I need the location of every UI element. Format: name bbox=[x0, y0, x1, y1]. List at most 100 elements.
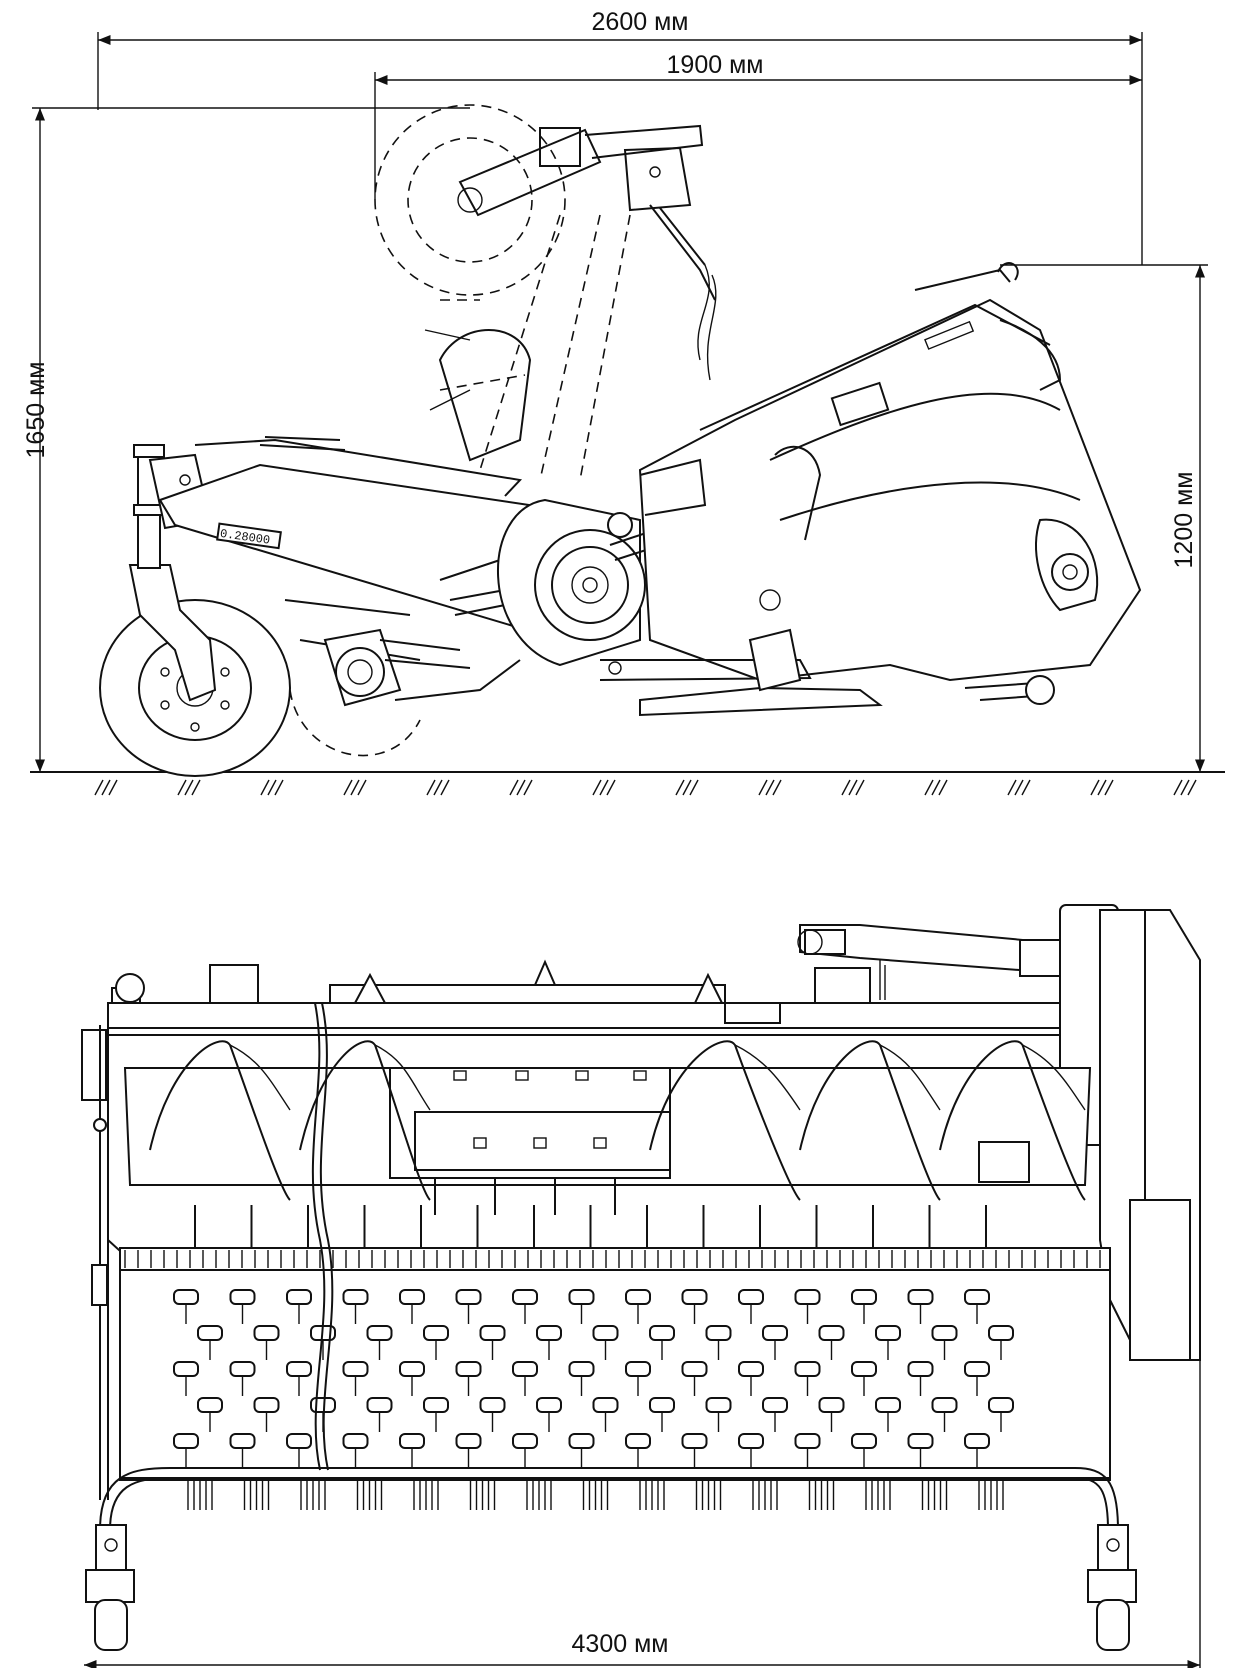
overall-height-label: 1650 мм bbox=[22, 362, 50, 459]
ground-hatch-mark bbox=[841, 779, 851, 796]
ground-hatch-mark bbox=[689, 779, 699, 796]
front-view: 4300 мм bbox=[81, 904, 1201, 1668]
bolt bbox=[473, 1137, 487, 1149]
tine bbox=[931, 1325, 958, 1341]
tine bbox=[851, 1433, 877, 1449]
tine bbox=[366, 1397, 393, 1413]
tine bbox=[818, 1397, 845, 1413]
tine bbox=[512, 1433, 538, 1449]
auger-edge bbox=[1022, 1044, 1086, 1111]
tine bbox=[455, 1361, 482, 1377]
bolt bbox=[633, 1070, 647, 1081]
tine bbox=[794, 1361, 821, 1377]
auger-edge bbox=[229, 1044, 291, 1111]
ground-hatch-mark bbox=[260, 779, 270, 796]
hopper-front bbox=[123, 1067, 1092, 1215]
tine bbox=[592, 1325, 619, 1341]
ground-hatch-mark bbox=[1021, 779, 1031, 796]
right-caster-wheel bbox=[1087, 1524, 1137, 1651]
tine bbox=[681, 1361, 708, 1377]
left-side-support bbox=[81, 1025, 131, 1500]
tine bbox=[286, 1289, 312, 1305]
ground-hatch-mark bbox=[1007, 779, 1017, 796]
tine bbox=[794, 1433, 821, 1449]
ground-hatch-mark bbox=[848, 779, 858, 796]
ground-hatch-mark bbox=[101, 779, 111, 796]
tine bbox=[964, 1361, 990, 1377]
tine bbox=[964, 1433, 990, 1449]
tine bbox=[229, 1361, 256, 1377]
ground-hatch-mark bbox=[592, 779, 602, 796]
tine bbox=[931, 1397, 958, 1413]
ground-hatch-mark bbox=[606, 779, 616, 796]
tine bbox=[625, 1361, 651, 1377]
tine bbox=[173, 1361, 199, 1377]
ground-hatch-mark bbox=[177, 779, 187, 796]
tine bbox=[681, 1289, 708, 1305]
ground-hatch-mark bbox=[758, 779, 768, 796]
tine bbox=[988, 1325, 1014, 1341]
tine bbox=[592, 1397, 619, 1413]
tine bbox=[286, 1361, 312, 1377]
ground-hatch-mark bbox=[440, 779, 450, 796]
ground-hatch-mark bbox=[1180, 779, 1190, 796]
tine bbox=[423, 1325, 449, 1341]
tine bbox=[423, 1397, 449, 1413]
tine bbox=[625, 1289, 651, 1305]
ground-hatch-mark bbox=[1173, 779, 1183, 796]
tine bbox=[342, 1361, 369, 1377]
ground-hatch-mark bbox=[350, 779, 360, 796]
tine bbox=[286, 1433, 312, 1449]
tine bbox=[649, 1325, 675, 1341]
ground-hatch-mark bbox=[1090, 779, 1100, 796]
ground-hatch-mark bbox=[433, 779, 443, 796]
top-beam bbox=[107, 959, 1106, 1036]
auger-flight bbox=[939, 1040, 1086, 1201]
tine bbox=[229, 1289, 256, 1305]
tine bbox=[875, 1397, 901, 1413]
raised-arm-dashed bbox=[424, 214, 631, 481]
tine bbox=[366, 1325, 393, 1341]
tine bbox=[625, 1433, 651, 1449]
ground-hatch-mark bbox=[1097, 779, 1107, 796]
bolt bbox=[593, 1137, 607, 1149]
tine bbox=[568, 1289, 595, 1305]
tine bbox=[794, 1289, 821, 1305]
ground-hatch-mark bbox=[191, 779, 201, 796]
dimension-frame-length: 1900 мм bbox=[374, 51, 1142, 200]
tine bbox=[762, 1397, 788, 1413]
ground-hatch-mark bbox=[94, 779, 104, 796]
ground-hatch-mark bbox=[184, 779, 194, 796]
tine bbox=[705, 1325, 732, 1341]
tine bbox=[399, 1361, 425, 1377]
tine bbox=[875, 1325, 901, 1341]
tine bbox=[907, 1361, 934, 1377]
tine bbox=[512, 1361, 538, 1377]
left-caster-wheel bbox=[85, 1524, 135, 1651]
tine bbox=[479, 1397, 506, 1413]
ground-hatch-mark bbox=[267, 779, 277, 796]
tine bbox=[399, 1289, 425, 1305]
bolt bbox=[533, 1137, 547, 1149]
ground-line bbox=[30, 771, 1225, 796]
tine bbox=[455, 1289, 482, 1305]
tine bbox=[173, 1433, 199, 1449]
tine bbox=[253, 1325, 280, 1341]
auger-edge bbox=[734, 1044, 801, 1111]
hanging-cable bbox=[311, 1002, 334, 1471]
ground-hatch-mark bbox=[1014, 779, 1024, 796]
ground-hatch-mark bbox=[523, 779, 533, 796]
auger-edge bbox=[374, 1044, 431, 1111]
ground-hatch-mark bbox=[924, 779, 934, 796]
dimension-overall-length: 2600 мм bbox=[97, 8, 1143, 265]
rear-roller bbox=[289, 628, 521, 757]
tine bbox=[818, 1325, 845, 1341]
ground-hatch-mark bbox=[772, 779, 782, 796]
tine bbox=[342, 1433, 369, 1449]
dimension-overall-height: 1650 мм bbox=[22, 107, 470, 772]
overall-length-label: 2600 мм bbox=[592, 8, 689, 36]
tine bbox=[197, 1397, 223, 1413]
ground-hatch-mark bbox=[357, 779, 367, 796]
auger-edge bbox=[879, 1044, 941, 1111]
tine bbox=[705, 1397, 732, 1413]
